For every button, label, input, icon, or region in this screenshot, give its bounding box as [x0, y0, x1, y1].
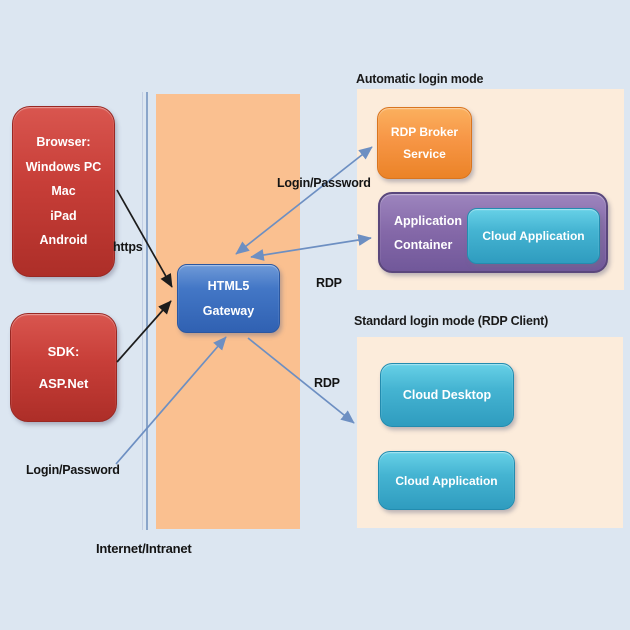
container-line: Application: [394, 213, 463, 228]
internet-intranet-label: Internet/Intranet: [96, 541, 192, 556]
sdk-line: ASP.Net: [38, 375, 89, 391]
sdk-line: SDK:: [47, 343, 80, 359]
cloud-desktop-node: Cloud Desktop: [380, 363, 514, 427]
sdk-node: SDK: ASP.Net: [10, 313, 117, 422]
standard-login-heading: Standard login mode (RDP Client): [354, 314, 549, 328]
cloud-desktop-label: Cloud Desktop: [402, 388, 492, 402]
browser-line: iPad: [50, 208, 77, 223]
html5-gateway-node: HTML5 Gateway: [177, 264, 280, 333]
login-password-label-top: Login/Password: [277, 176, 371, 190]
cloud-application-node-container: Cloud Application: [467, 208, 600, 264]
browser-line: Windows PC: [25, 159, 102, 174]
container-line: Container: [394, 237, 453, 252]
cloud-application-label: Cloud Application: [395, 473, 498, 488]
broker-line: Service: [403, 147, 446, 161]
rdp-label-bottom: RDP: [314, 376, 340, 390]
gateway-line: HTML5: [207, 278, 250, 293]
network-boundary-line-light: [142, 92, 143, 530]
rdp-label-top: RDP: [316, 276, 342, 290]
gateway-line: Gateway: [202, 303, 255, 318]
broker-line: RDP Broker: [390, 125, 459, 139]
cloud-application-node-standard: Cloud Application: [378, 451, 515, 510]
cloud-application-label: Cloud Application: [482, 229, 585, 243]
rdp-broker-service-node: RDP Broker Service: [377, 107, 472, 179]
browser-line: Android: [39, 233, 88, 248]
automatic-login-heading: Automatic login mode: [356, 72, 484, 86]
browser-line: Mac: [51, 184, 76, 199]
browser-node: Browser: Windows PC Mac iPad Android: [12, 106, 115, 277]
https-label: https: [113, 240, 143, 254]
network-boundary-line: [146, 92, 148, 530]
login-password-label-bottom: Login/Password: [26, 463, 120, 477]
browser-line: Browser:: [36, 135, 91, 150]
